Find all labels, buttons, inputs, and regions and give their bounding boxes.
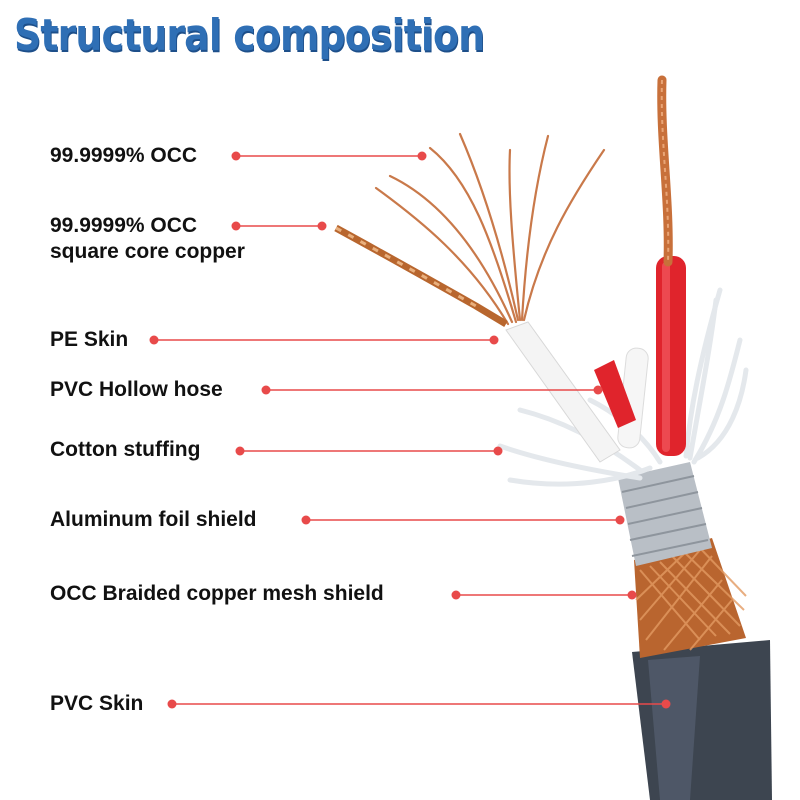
leader-square-copper-end-dot [317, 221, 327, 231]
callout-occ: 99.9999% OCC [50, 143, 197, 169]
leader-cotton-end-dot [493, 446, 503, 456]
pvc-jacket-highlight [648, 656, 700, 800]
callout-pe-skin-line-1: PE Skin [50, 328, 129, 351]
callout-cotton-line-1: Cotton stuffing [50, 438, 201, 461]
leader-pe-skin-start-dot [149, 335, 159, 345]
callout-pvc-skin: PVC Skin [50, 691, 143, 717]
leader-pe-skin-end-dot [489, 335, 499, 345]
callout-pvc-hose: PVC Hollow hose [50, 377, 223, 403]
callout-pvc-hose-line-1: PVC Hollow hose [50, 378, 223, 401]
callout-cotton: Cotton stuffing [50, 437, 200, 463]
leader-cotton-start-dot [235, 446, 245, 456]
leader-pvc-skin-start-dot [167, 699, 177, 709]
leader-pvc-hose-end-dot [593, 385, 603, 395]
callout-foil: Aluminum foil shield [50, 507, 257, 533]
callout-braid: OCC Braided copper mesh shield [50, 581, 384, 607]
pe-conductor [505, 321, 621, 463]
callout-square-copper-line-2: square core copper [50, 240, 245, 263]
callout-square-copper-line-1: 99.9999% OCC [50, 214, 198, 237]
cotton-fibers [497, 287, 749, 487]
callout-pvc-skin-line-1: PVC Skin [50, 692, 144, 715]
leader-square-copper-start-dot [231, 221, 241, 231]
callout-foil-line-1: Aluminum foil shield [50, 508, 257, 531]
red-conductor [656, 256, 686, 456]
copper-strands [374, 132, 606, 326]
page-title: Structural composition [14, 10, 485, 61]
leader-foil-start-dot [301, 515, 311, 525]
callout-braid-line-1: OCC Braided copper mesh shield [50, 582, 384, 605]
callout-square-copper: 99.9999% OCC square core copper [50, 213, 245, 265]
leader-occ-start-dot [231, 151, 241, 161]
callout-pe-skin: PE Skin [50, 327, 128, 353]
leader-pvc-skin-end-dot [661, 699, 671, 709]
red-hose [594, 360, 636, 428]
leader-occ-end-dot [417, 151, 427, 161]
leader-pvc-hose-start-dot [261, 385, 271, 395]
leader-foil-end-dot [615, 515, 625, 525]
leader-braid-end-dot [627, 590, 637, 600]
leader-braid-start-dot [451, 590, 461, 600]
callout-occ-line-1: 99.9999% OCC [50, 144, 198, 167]
